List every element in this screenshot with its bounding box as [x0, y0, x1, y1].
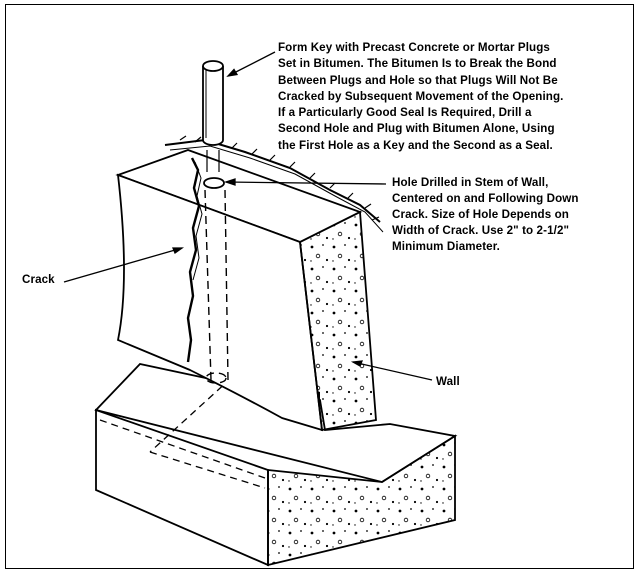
plug-guide-lines — [206, 150, 220, 172]
hole-line: Minimum Diameter. — [392, 240, 501, 253]
hole-line: Centered on and Following Down — [392, 192, 579, 205]
footing-hidden-edges — [99, 369, 266, 489]
footing — [94, 363, 458, 567]
form-key-line: Set in Bitumen. The Bitumen Is to Break … — [278, 57, 557, 71]
form-key-line: If a Particularly Good Seal Is Required,… — [278, 106, 532, 120]
hole-line: Width of Crack. Use 2" to 2-1/2" — [392, 224, 570, 237]
form-key-line: the First Hole as a Key and the Second a… — [278, 138, 553, 152]
wall-label: Wall — [436, 375, 460, 388]
crack-label: Crack — [22, 273, 55, 286]
form-key-line: Form Key with Precast Concrete or Mortar… — [278, 41, 550, 54]
form-key-line: Between Plugs and Hole so that Plugs Wil… — [278, 73, 558, 87]
form-key-line: Cracked by Subsequent Movement of the Op… — [278, 89, 564, 103]
hole-opening — [203, 177, 225, 189]
form-key-note: Form Key with Precast Concrete or Mortar… — [278, 40, 563, 154]
leader-lines — [63, 51, 433, 381]
form-key-line: Second Hole and Plug with Bitumen Alone,… — [278, 122, 555, 136]
wall-stem — [115, 149, 377, 432]
plug-cylinder — [202, 60, 224, 146]
drilled-hole-hidden — [204, 189, 229, 384]
hole-note: Hole Drilled in Stem of Wall, Centered o… — [392, 175, 579, 255]
hole-line: Hole Drilled in Stem of Wall, — [392, 176, 549, 189]
crack-line — [186, 157, 203, 363]
hole-line: Crack. Size of Hole Depends on — [392, 208, 569, 221]
